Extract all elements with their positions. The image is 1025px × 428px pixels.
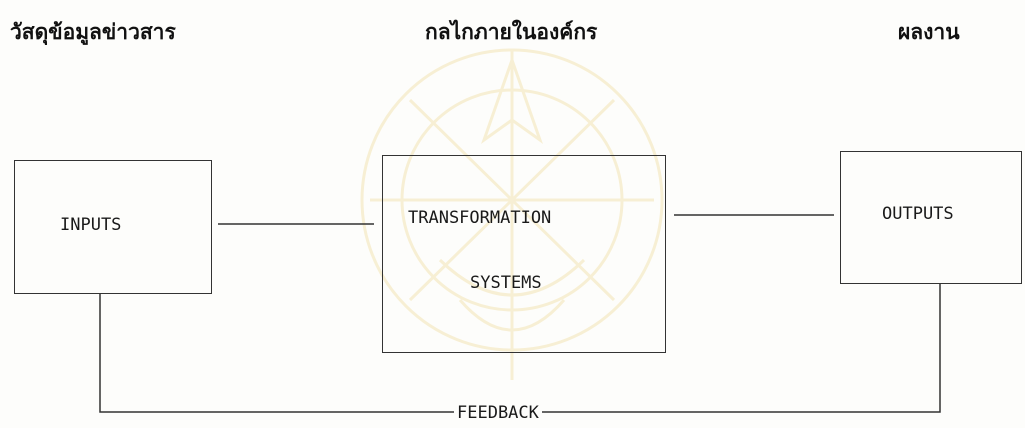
outputs-label: OUTPUTS — [882, 204, 954, 224]
outputs-heading: ผลงาน — [898, 20, 960, 44]
feedback-label: FEEDBACK — [454, 403, 542, 423]
inputs-heading: วัสดุข้อมูลข่าวสาร — [10, 20, 176, 44]
inputs-label: INPUTS — [60, 215, 122, 235]
transformation-systems-box — [382, 155, 666, 353]
transformation-heading: กลไกภายในองค์กร — [425, 20, 598, 44]
outputs-box — [840, 151, 1022, 284]
transformation-label-line2: SYSTEMS — [470, 273, 542, 293]
inputs-box — [14, 160, 212, 294]
transformation-label-line1: TRANSFORMATION — [408, 208, 552, 228]
